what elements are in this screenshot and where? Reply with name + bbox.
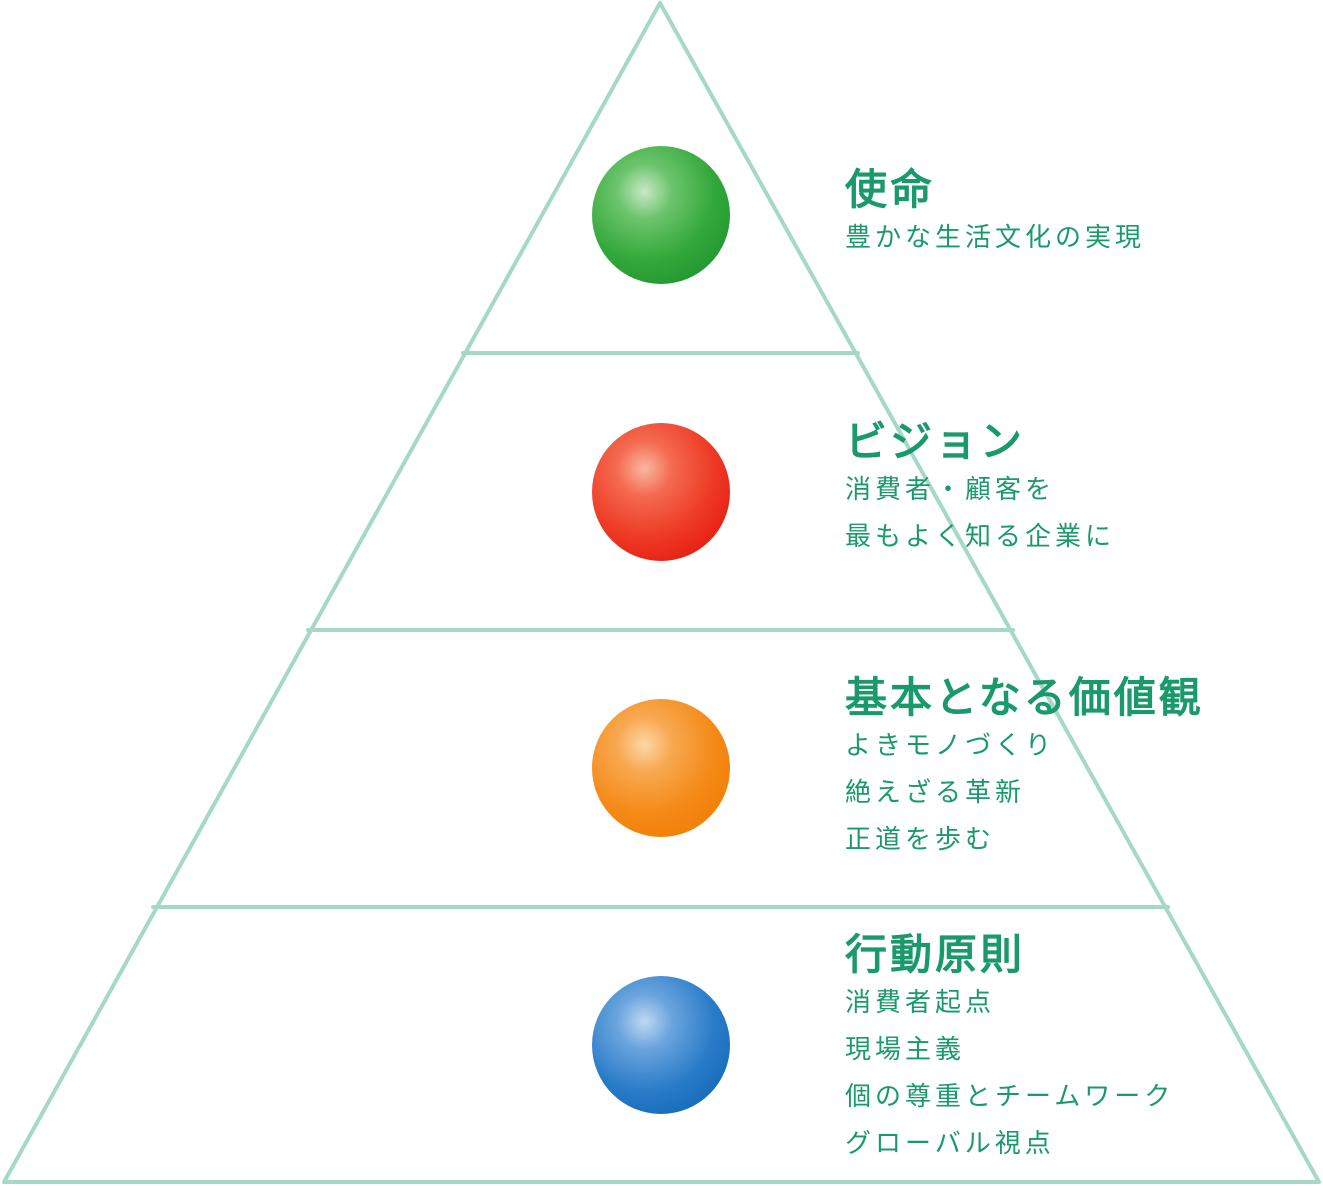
tier-line: よきモノづくり: [845, 731, 1056, 761]
tier-line: 消費者起点: [845, 988, 996, 1018]
tier-line: 正道を歩む: [845, 825, 996, 855]
tier-title: 使命: [845, 165, 936, 214]
tier-vision: ビジョン 消費者・顧客を 最もよく知る企業に: [845, 417, 1115, 561]
tier-line: 絶えざる革新: [845, 778, 1026, 808]
tier-core-values: 基本となる価値観 よきモノづくり 絶えざる革新 正道を歩む: [845, 673, 1204, 864]
green-sphere-icon: [592, 146, 730, 284]
tier-line: 消費者・顧客を: [845, 475, 1056, 505]
tier-line: グローバル視点: [845, 1129, 1055, 1159]
tier-title: 行動原則: [845, 930, 1026, 979]
tier-line: 現場主義: [845, 1035, 966, 1065]
blue-sphere-icon: [592, 976, 730, 1114]
tier-title: 基本となる価値観: [845, 673, 1204, 722]
tier-principles: 行動原則 消費者起点 現場主義 個の尊重とチームワーク グローバル視点: [845, 930, 1174, 1168]
tier-line: 豊かな生活文化の実現: [845, 223, 1146, 253]
tier-title: ビジョン: [845, 417, 1026, 466]
tier-mission: 使命 豊かな生活文化の実現: [845, 165, 1145, 262]
red-sphere-icon: [592, 423, 730, 561]
tier-line: 個の尊重とチームワーク: [845, 1082, 1175, 1112]
tier-line: 最もよく知る企業に: [845, 522, 1116, 552]
orange-sphere-icon: [592, 699, 730, 837]
